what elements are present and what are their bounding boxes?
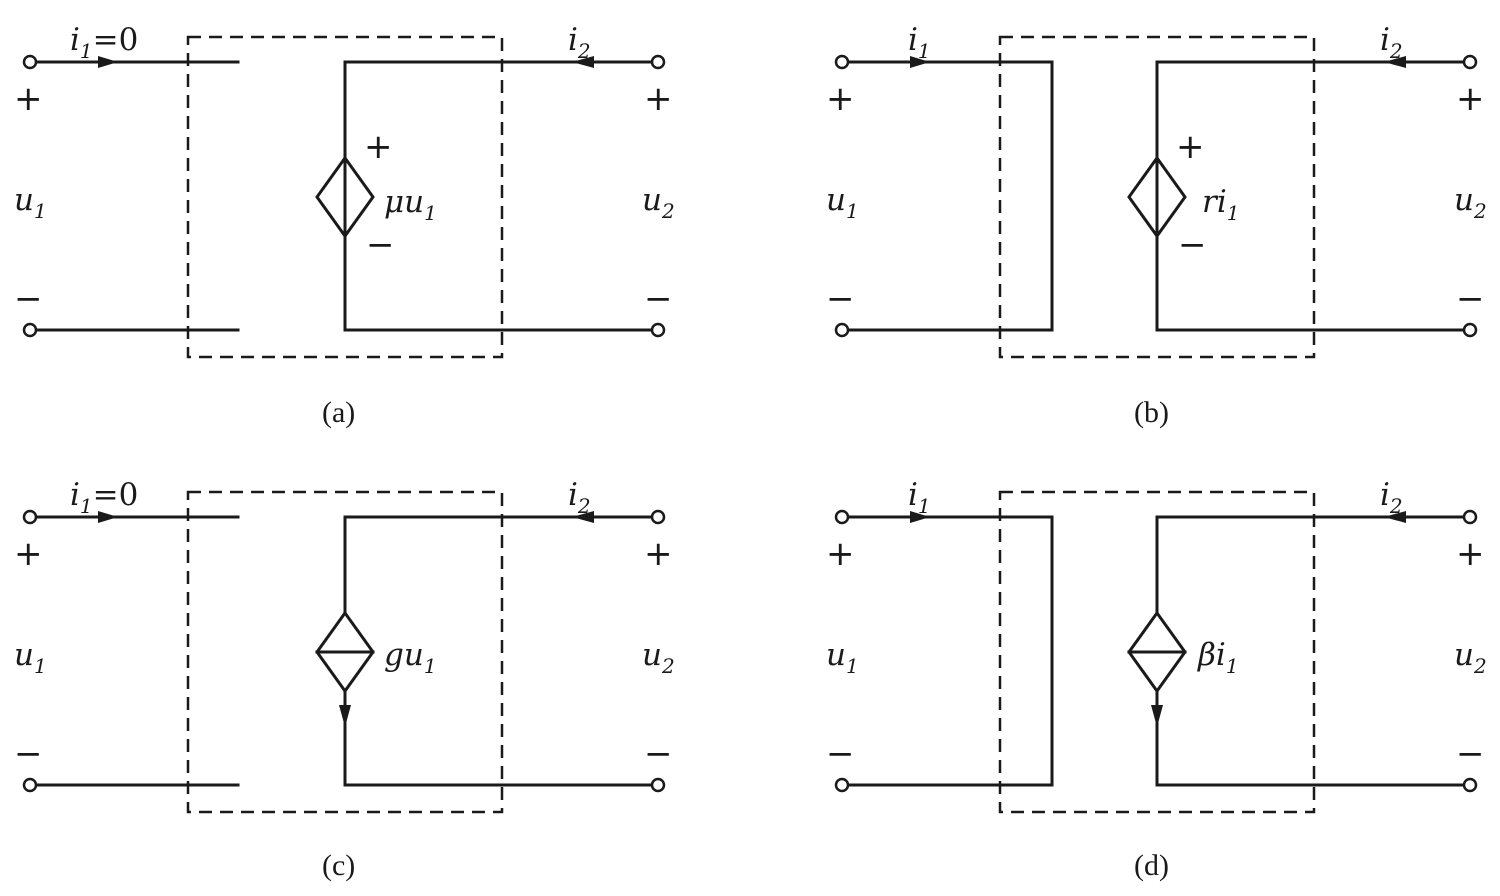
u1-minus: − xyxy=(14,279,43,319)
panel-d: i1 i2 + − u1 + − u2 βi1 (d) xyxy=(826,477,1487,882)
u2-minus: − xyxy=(644,734,673,774)
port2-terminal-top xyxy=(1462,509,1478,525)
u2-minus: − xyxy=(644,279,673,319)
port1-terminal-bottom xyxy=(834,777,850,793)
source-current-arrow xyxy=(339,705,351,727)
u1-plus: + xyxy=(826,79,855,119)
two-port-boundary xyxy=(186,35,504,359)
port1-terminal-top xyxy=(834,54,850,70)
source-current-arrow xyxy=(1151,705,1163,727)
u1-label: u1 xyxy=(14,637,47,678)
port2-terminal-bottom xyxy=(1462,777,1478,793)
source-minus: − xyxy=(1178,225,1207,265)
i2-arrow xyxy=(572,511,594,523)
dependent-source-diamond xyxy=(315,610,375,694)
port2-terminal-bottom xyxy=(1462,322,1478,338)
u1-minus: − xyxy=(826,734,855,774)
u1-minus: − xyxy=(826,279,855,319)
source-value-label: gu1 xyxy=(384,637,437,678)
port1-terminal-top xyxy=(22,54,38,70)
source-value-label: ri1 xyxy=(1202,184,1239,225)
panel-caption: (c) xyxy=(322,849,355,882)
port2-terminal-top xyxy=(1462,54,1478,70)
source-minus: − xyxy=(366,225,395,265)
source-value-label: βi1 xyxy=(1197,637,1239,678)
port1-terminal-top xyxy=(22,509,38,525)
i2-label: i2 xyxy=(568,22,591,63)
u2-plus: + xyxy=(1456,79,1485,119)
i2-label: i2 xyxy=(568,477,591,518)
port1-terminal-top xyxy=(834,509,850,525)
u1-minus: − xyxy=(14,734,43,774)
panel-a: i1=0 i2 + − u1 + − u2 + − μu1 (a) xyxy=(14,22,675,429)
u2-plus: + xyxy=(644,534,673,574)
i1-arrow xyxy=(98,511,118,523)
source-plus: + xyxy=(1176,127,1205,167)
port1-terminal-bottom xyxy=(834,322,850,338)
port1-terminal-bottom xyxy=(22,777,38,793)
u2-label: u2 xyxy=(1454,182,1487,223)
u2-plus: + xyxy=(1456,534,1485,574)
i1-arrow xyxy=(910,511,930,523)
u2-plus: + xyxy=(644,79,673,119)
source-plus: + xyxy=(364,127,393,167)
u1-label: u1 xyxy=(14,182,47,223)
i2-arrow xyxy=(572,56,594,68)
two-port-boundary xyxy=(998,490,1316,814)
i1-arrow xyxy=(910,56,930,68)
panel-caption: (a) xyxy=(322,396,355,429)
i2-label: i2 xyxy=(1380,477,1403,518)
i2-arrow xyxy=(1384,511,1406,523)
panel-caption: (d) xyxy=(1134,849,1169,882)
dependent-source-diamond xyxy=(1127,610,1187,694)
i1-label: i1 xyxy=(908,477,931,518)
u2-minus: − xyxy=(1456,279,1485,319)
port1-terminal-bottom xyxy=(22,322,38,338)
u1-plus: + xyxy=(14,534,43,574)
two-port-boundary xyxy=(998,35,1316,359)
source-value-label: μu1 xyxy=(384,184,437,225)
i2-arrow xyxy=(1384,56,1406,68)
i1-label: i1=0 xyxy=(70,22,138,63)
u1-label: u1 xyxy=(826,637,859,678)
i1-arrow xyxy=(98,56,118,68)
panel-c: i1=0 i2 + − u1 + − u2 gu1 (c) xyxy=(14,477,675,882)
u2-label: u2 xyxy=(1454,637,1487,678)
u1-plus: + xyxy=(14,79,43,119)
u2-label: u2 xyxy=(642,637,675,678)
i2-label: i2 xyxy=(1380,22,1403,63)
panel-b: i1 i2 + − u1 + − u2 + − ri1 (b) xyxy=(826,22,1487,429)
port2-terminal-bottom xyxy=(650,777,666,793)
u2-label: u2 xyxy=(642,182,675,223)
i1-label: i1=0 xyxy=(70,477,138,518)
two-port-boundary xyxy=(186,490,504,814)
panel-caption: (b) xyxy=(1134,396,1169,429)
u1-label: u1 xyxy=(826,182,859,223)
u1-plus: + xyxy=(826,534,855,574)
i1-label: i1 xyxy=(908,22,931,63)
u2-minus: − xyxy=(1456,734,1485,774)
port2-terminal-top xyxy=(650,509,666,525)
port2-terminal-top xyxy=(650,54,666,70)
port2-terminal-bottom xyxy=(650,322,666,338)
